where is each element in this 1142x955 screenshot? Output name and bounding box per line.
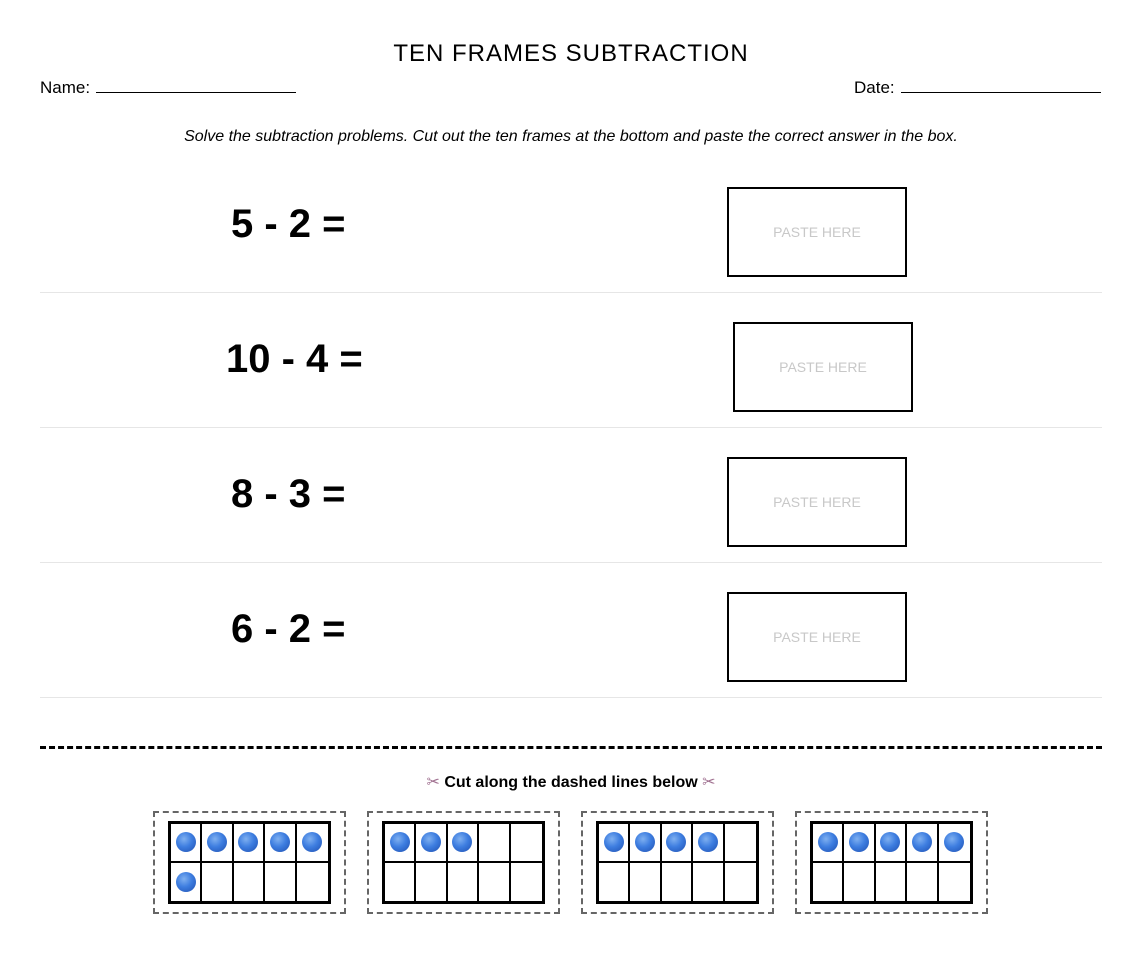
counter-dot-icon [389,832,410,853]
worksheet-title: TEN FRAMES SUBTRACTION [393,40,749,67]
ten-frame-cell [907,862,939,901]
scissors-icon: ✂ [702,774,716,791]
ten-frame-cell [479,862,511,901]
date-blank-line[interactable] [900,78,1101,93]
problem-row: 5 - 2 = PASTE HERE [40,157,1102,293]
ten-frame-cell [416,862,448,901]
ten-frame [596,821,759,904]
ten-frame-cell [265,862,297,901]
ten-frame-cell [939,863,970,902]
counter-dot-icon [944,832,965,853]
ten-frame-cell [385,862,417,901]
instructions: Solve the subtraction problems. Cut out … [184,128,958,145]
date-label: Date: [854,78,895,97]
ten-frame-cell [661,824,694,863]
ten-frame-cell [907,824,939,863]
counter-dot-icon [880,832,901,853]
counter-dot-icon [238,832,259,853]
ten-frame-cell [202,862,234,901]
ten-frame-cell [171,862,203,901]
ten-frame-card[interactable] [153,811,346,914]
problem-row: 10 - 4 = PASTE HERE [40,292,1102,428]
counter-dot-icon [421,832,442,853]
ten-frame-cell [296,824,328,863]
ten-frame-cell [233,824,266,863]
paste-box[interactable]: PASTE HERE [727,592,907,682]
ten-frame-cell [813,862,845,901]
ten-frame-cell [876,862,908,901]
ten-frame-cell [202,824,234,863]
counter-dot-icon [817,832,838,853]
ten-frame [382,821,545,904]
equation: 8 - 3 = [231,472,346,516]
ten-frame-cell [693,824,725,863]
ten-frame-cell [630,862,662,901]
ten-frame-cell [844,862,876,901]
date-field: Date: [854,78,1101,98]
counter-dot-icon [175,832,196,853]
ten-frame-cell [813,824,845,863]
ten-frame-cell [511,863,542,902]
counter-dot-icon [207,832,228,853]
cut-caption: ✂ Cut along the dashed lines below ✂ [0,772,1142,792]
paste-box[interactable]: PASTE HERE [733,322,913,412]
counter-dot-icon [269,832,290,853]
ten-frame-cell [599,862,631,901]
equation: 5 - 2 = [231,202,346,246]
ten-frame-cell [171,824,203,863]
counter-dot-icon [175,871,196,892]
counter-dot-icon [635,832,656,853]
ten-frame-card[interactable] [367,811,560,914]
ten-frame-cell [234,862,266,901]
ten-frame-cell [938,824,970,863]
counter-dot-icon [697,832,718,853]
ten-frame-cell [416,824,448,863]
ten-frame-cell [265,824,297,863]
counter-dot-icon [603,832,624,853]
problem-row: 8 - 3 = PASTE HERE [40,427,1102,563]
counter-dot-icon [302,832,323,853]
paste-box[interactable]: PASTE HERE [727,457,907,547]
ten-frame-cell [875,824,908,863]
name-blank-line[interactable] [96,78,297,93]
ten-frame [810,821,973,904]
ten-frame-card[interactable] [581,811,774,914]
counter-dot-icon [911,832,932,853]
counter-dot-icon [452,832,473,853]
ten-frame-cell [630,824,662,863]
ten-frame-cell [844,824,876,863]
ten-frame-cell [448,862,480,901]
ten-frame-cell [479,824,511,863]
ten-frame-cell [662,862,694,901]
scissors-icon: ✂ [426,774,440,791]
name-field: Name: [40,78,297,98]
paste-box[interactable]: PASTE HERE [727,187,907,277]
ten-frame-cell [385,824,417,863]
ten-frame-cell [724,824,756,863]
ten-frame-card[interactable] [795,811,988,914]
ten-frame [168,821,331,904]
ten-frame-cell [510,824,542,863]
problem-row: 6 - 2 = PASTE HERE [40,562,1102,698]
ten-frame-cell [297,863,328,902]
equation: 10 - 4 = [226,337,363,381]
equation: 6 - 2 = [231,607,346,651]
ten-frame-cell [693,862,725,901]
counter-dot-icon [849,832,870,853]
counter-dot-icon [666,832,687,853]
cut-dashed-line [40,746,1102,749]
ten-frame-cell [725,863,756,902]
ten-frame-cell [447,824,480,863]
cut-caption-text: Cut along the dashed lines below [444,774,698,791]
ten-frame-cell [599,824,631,863]
name-label: Name: [40,78,91,97]
